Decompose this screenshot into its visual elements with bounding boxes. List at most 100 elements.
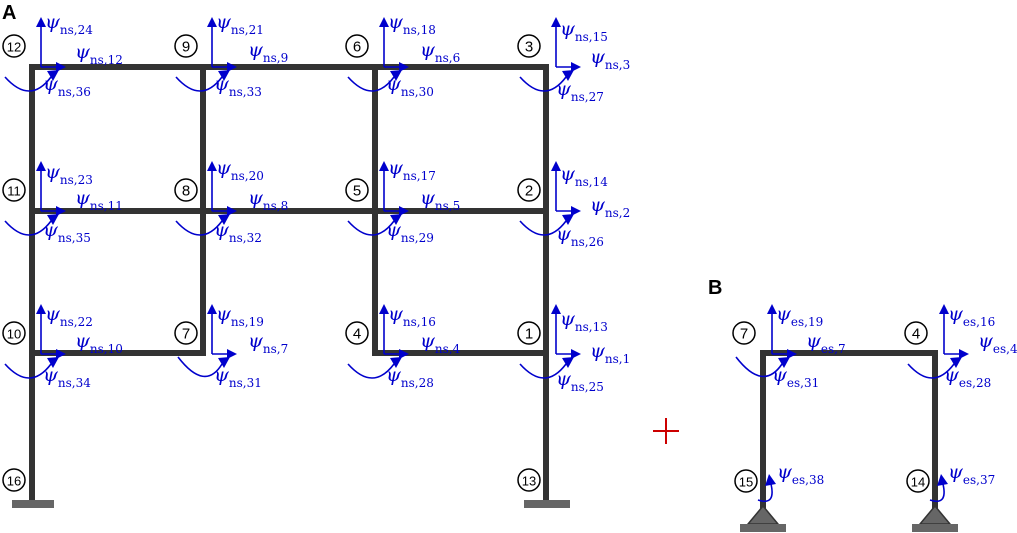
dof-label: ψes,31 — [772, 364, 819, 390]
pin-support-left — [740, 504, 786, 532]
svg-text:11: 11 — [7, 184, 21, 199]
dof-horizontal — [212, 62, 237, 72]
svg-text:15: 15 — [739, 475, 753, 490]
dof-label: ψns,25 — [556, 368, 604, 394]
dof-rotation — [347, 70, 402, 92]
dof-rotation — [175, 70, 230, 92]
dof-label: ψes,19 — [776, 303, 823, 329]
dof-label: ψns,27 — [556, 78, 604, 104]
node-label: 6 — [345, 34, 369, 58]
dof-label: ψns,14 — [560, 163, 608, 189]
dof-label: ψns,20 — [216, 157, 264, 183]
svg-text:4: 4 — [353, 326, 361, 343]
dof-label: ψns,19 — [216, 303, 264, 329]
dof-label: ψns,17 — [388, 157, 436, 183]
panel-b-nodes: 7 4 15 14 — [732, 321, 930, 493]
dof-vertical — [767, 304, 777, 354]
svg-text:8: 8 — [182, 183, 190, 200]
dof-vertical — [36, 304, 46, 354]
dof-horizontal — [772, 349, 797, 359]
panel-b-label: B — [708, 277, 722, 299]
pin-support-right — [912, 504, 958, 532]
node-label: 14 — [906, 469, 930, 493]
dof-horizontal — [384, 206, 409, 216]
fixed-support-right — [524, 500, 570, 508]
dof-label: ψns,32 — [214, 219, 262, 245]
dof-label: ψns,11 — [75, 187, 123, 213]
node-label: 11 — [2, 178, 26, 202]
svg-text:14: 14 — [911, 475, 925, 490]
dof-label: ψes,7 — [806, 330, 846, 356]
svg-text:10: 10 — [7, 327, 21, 342]
dof-label: ψns,30 — [386, 73, 434, 99]
dof-vertical — [379, 304, 389, 354]
dof-label: ψns,8 — [248, 187, 288, 213]
dof-vertical — [551, 161, 561, 211]
dof-rotation — [757, 474, 776, 503]
dof-vertical — [551, 17, 561, 67]
dof-label: ψes,16 — [948, 303, 995, 329]
dof-label: ψns,23 — [45, 161, 93, 187]
panel-a-nodes: 1 2 3 4 5 6 7 8 9 10 11 12 13 16 — [2, 34, 541, 492]
dof-rotation — [4, 357, 59, 379]
dof-rotation — [347, 214, 402, 236]
svg-text:7: 7 — [740, 326, 748, 343]
svg-text:5: 5 — [353, 183, 361, 200]
dof-label: ψns,31 — [214, 364, 262, 390]
node-label: 3 — [517, 34, 541, 58]
panel-b-dofs: ψes,19 ψes,7 ψes,31 ψes,16 ψes,4 ψes,28 … — [735, 303, 1017, 503]
dof-rotation — [907, 357, 962, 379]
dof-label: ψns,26 — [556, 223, 604, 249]
dof-rotation — [519, 357, 574, 379]
dof-rotation — [347, 357, 402, 379]
dof-label: ψns,1 — [590, 340, 630, 366]
panel-a-dofs: ψns,13 ψns,1 ψns,25 ψns,14 ψns,2 ψns,26 … — [4, 11, 630, 394]
node-label: 16 — [2, 468, 26, 492]
dof-vertical — [939, 304, 949, 354]
dof-label: ψns,4 — [420, 330, 461, 356]
node-label: 5 — [345, 178, 369, 202]
dof-label: ψes,28 — [944, 364, 991, 390]
dof-horizontal — [41, 206, 66, 216]
dof-vertical — [207, 17, 217, 67]
svg-text:12: 12 — [7, 40, 21, 55]
svg-text:16: 16 — [7, 474, 21, 489]
node-label: 4 — [345, 321, 369, 345]
dof-label: ψns,5 — [420, 187, 460, 213]
dof-label: ψns,10 — [75, 330, 123, 356]
plus-icon — [653, 418, 679, 444]
svg-text:2: 2 — [525, 183, 533, 200]
dof-label: ψes,38 — [777, 461, 824, 487]
dof-vertical — [36, 161, 46, 211]
dof-horizontal — [41, 62, 66, 72]
dof-rotation — [4, 70, 59, 92]
dof-rotation — [519, 214, 574, 236]
dof-label: ψns,36 — [43, 73, 91, 99]
dof-label: ψns,13 — [560, 308, 608, 334]
node-label: 7 — [732, 321, 756, 345]
dof-horizontal — [212, 206, 237, 216]
dof-horizontal — [384, 62, 409, 72]
dof-vertical — [207, 161, 217, 211]
dof-label: ψns,18 — [388, 11, 436, 37]
svg-text:9: 9 — [182, 39, 190, 56]
node-label: 1 — [517, 321, 541, 345]
dof-horizontal — [384, 349, 409, 359]
dof-label: ψes,4 — [978, 330, 1017, 356]
dof-vertical — [379, 161, 389, 211]
dof-label: ψns,34 — [43, 364, 91, 390]
dof-vertical — [36, 17, 46, 67]
svg-text:7: 7 — [182, 326, 190, 343]
dof-label: ψns,2 — [590, 194, 630, 220]
dof-horizontal — [556, 62, 581, 72]
dof-label: ψns,3 — [590, 46, 630, 72]
dof-label: ψns,12 — [75, 41, 123, 67]
fixed-support-left — [12, 500, 54, 508]
dof-vertical — [379, 17, 389, 67]
dof-horizontal — [41, 349, 66, 359]
dof-label: ψns,15 — [560, 18, 608, 44]
dof-label: ψns,29 — [386, 219, 434, 245]
dof-rotation — [929, 474, 948, 503]
node-label: 12 — [2, 34, 26, 58]
